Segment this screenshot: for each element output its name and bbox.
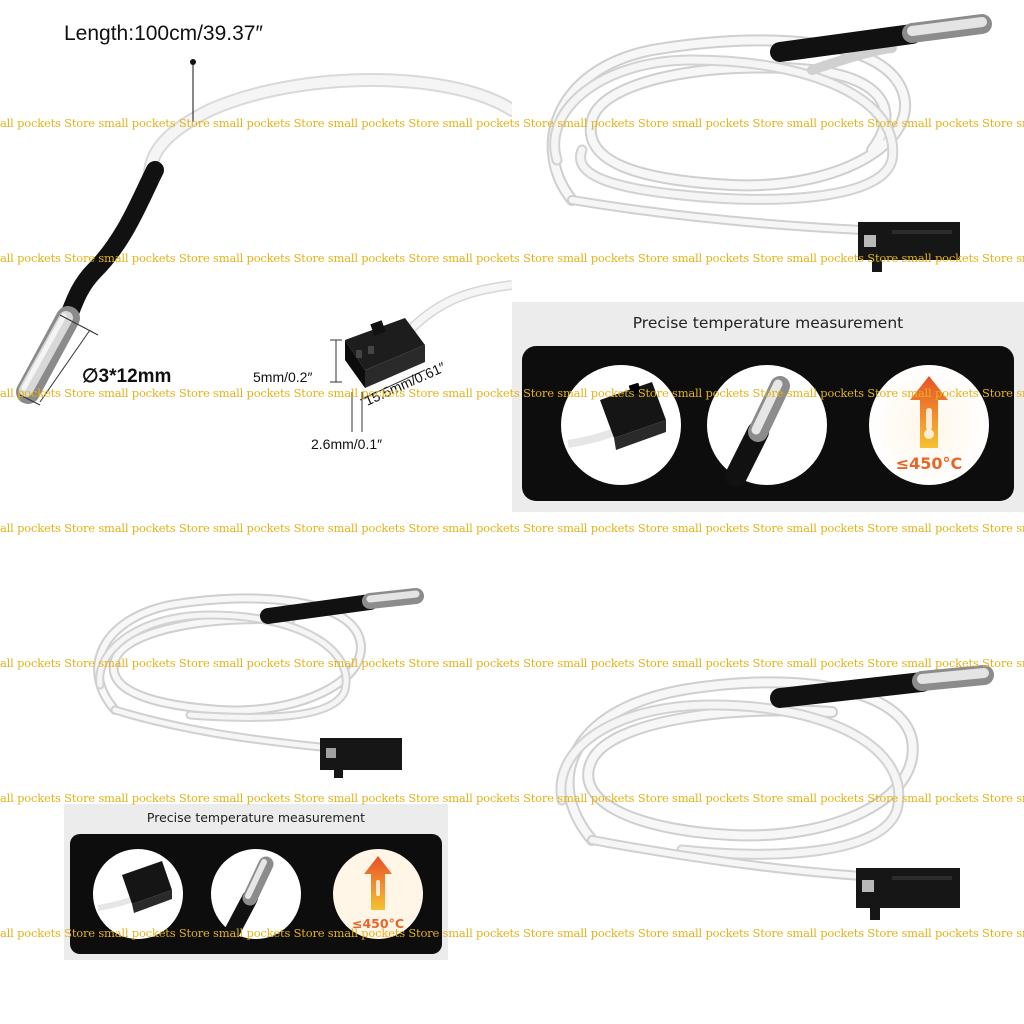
cable-photo-bottom-right bbox=[555, 665, 994, 920]
cable-photo-bottom-left bbox=[93, 588, 424, 778]
connector-closeup bbox=[93, 849, 183, 939]
connector-closeup bbox=[561, 365, 681, 485]
probe-metal bbox=[362, 588, 424, 609]
panel-dark-card: ≤450°C bbox=[70, 834, 442, 954]
connector-height-label: 5mm/0.2″ bbox=[253, 369, 313, 385]
feature-panel-bottom: Precise temperature measurement bbox=[64, 804, 448, 960]
heat-closeup bbox=[333, 849, 423, 939]
panel-title: Precise temperature measurement bbox=[632, 314, 904, 332]
probe-metal bbox=[912, 665, 994, 691]
heat-arrow-icon bbox=[910, 376, 948, 448]
probe-metal bbox=[16, 306, 80, 404]
connector bbox=[320, 738, 402, 778]
probe-closeup bbox=[211, 849, 301, 940]
heat-arrow-icon bbox=[364, 856, 392, 910]
probe-metal bbox=[902, 14, 992, 43]
heat-closeup bbox=[869, 365, 989, 485]
length-label: Length:100cm/39.37″ bbox=[64, 22, 263, 45]
probe-closeup bbox=[707, 365, 827, 486]
dimension-diagram bbox=[16, 59, 512, 432]
connector bbox=[345, 318, 425, 388]
connector bbox=[856, 868, 960, 920]
pin-pitch-label: 2.6mm/0.1″ bbox=[311, 436, 383, 452]
temp-label: ≤450°C bbox=[352, 916, 404, 931]
cable-photo-top bbox=[546, 14, 992, 272]
panel-title: Precise temperature measurement bbox=[146, 810, 366, 825]
feature-panel-top: Precise temperature measurement bbox=[512, 302, 1024, 512]
panel-dark-card: ≤450°C bbox=[522, 346, 1014, 501]
temp-label: ≤450°C bbox=[895, 454, 963, 473]
connector bbox=[858, 222, 960, 272]
watermark-row: all pockets Store small pockets Store sm… bbox=[0, 521, 1024, 535]
probe-size-label: ∅3*12mm bbox=[82, 366, 172, 387]
